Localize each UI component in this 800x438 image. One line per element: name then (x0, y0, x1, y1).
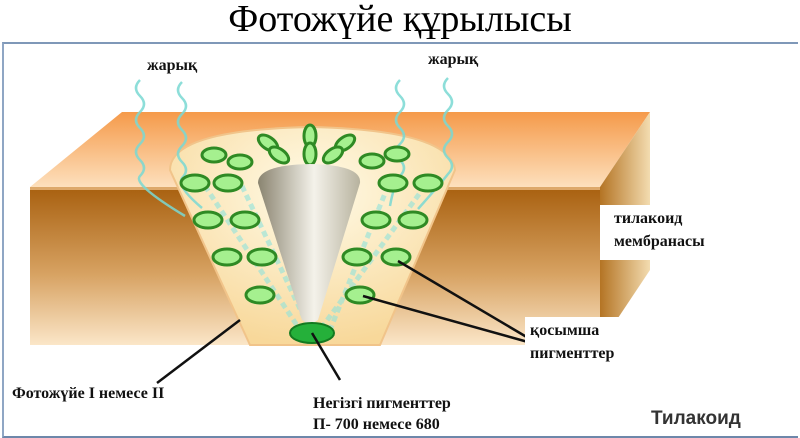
membrane-label-line2: мембранасы (614, 233, 705, 250)
light-label-right: жарық (428, 51, 479, 68)
accessory-label-bg (525, 317, 645, 365)
leader-lines (156, 259, 531, 384)
reaction-center-cone (258, 164, 361, 323)
core-pigments-label-line1: Негізгі пигменттер (313, 395, 451, 412)
light-wave-icon (134, 77, 454, 218)
photosystem-label: Фотожүйе І немесе ІІ (12, 385, 165, 402)
accessory-pigments (179, 123, 444, 305)
page-title: Фотожүйе құрылысы (228, 0, 572, 40)
slide-frame (2, 42, 798, 438)
thylakoid-caption: Тилакоид (651, 408, 741, 429)
membrane-label-bg (600, 205, 760, 260)
membrane-label-line1: тилакоид (614, 210, 683, 227)
accessory-pigments-label-line1: қосымша (530, 322, 600, 339)
light-label-left: жарық (147, 57, 198, 74)
accessory-pigments-label-line2: пигменттер (530, 345, 615, 362)
core-pigments-label-line2: П- 700 немесе 680 (313, 416, 440, 433)
